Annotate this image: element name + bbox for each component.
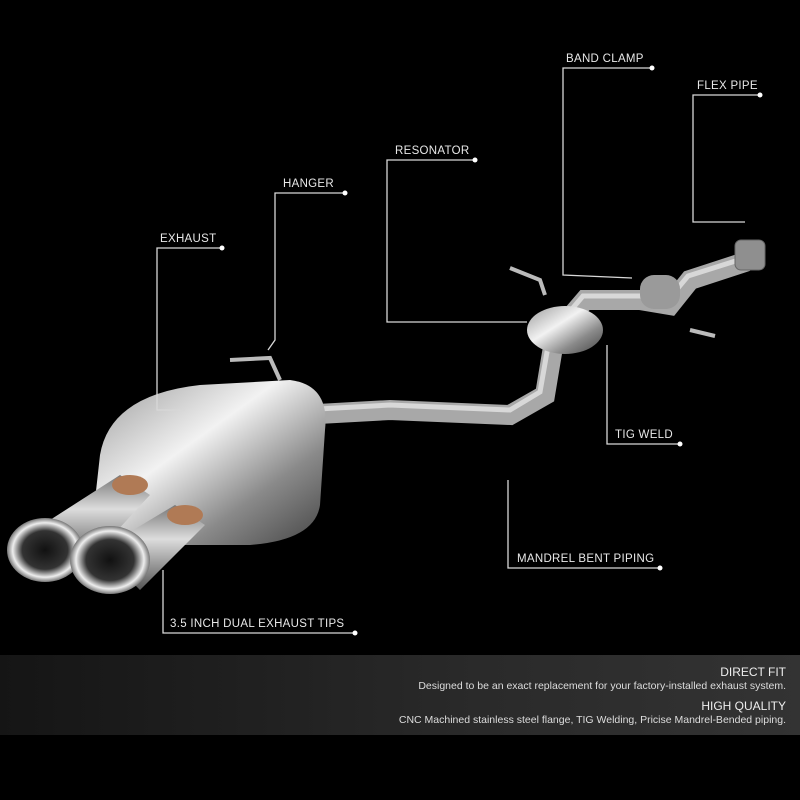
exhaust-tip-left xyxy=(7,518,83,582)
callout-exhaust-tips: 3.5 INCH DUAL EXHAUST TIPS xyxy=(170,618,345,630)
callout-exhaust: EXHAUST xyxy=(160,233,217,245)
callout-mandrel-bent-piping: MANDREL BENT PIPING xyxy=(517,553,655,565)
callout-hanger: HANGER xyxy=(283,178,335,190)
callout-dots xyxy=(219,65,763,636)
callout-band-clamp: BAND CLAMP xyxy=(566,53,644,65)
feature-title: HIGH QUALITY xyxy=(701,699,786,713)
pipe-bend xyxy=(640,275,680,309)
muffler xyxy=(95,380,326,545)
resonator xyxy=(527,306,603,354)
feature-title: DIRECT FIT xyxy=(720,665,786,679)
feature-text: CNC Machined stainless steel flange, TIG… xyxy=(398,714,786,726)
feature-text: Designed to be an exact replacement for … xyxy=(418,680,786,692)
exhaust-tip-right xyxy=(70,526,150,594)
feature-panel: DIRECT FIT Designed to be an exact repla… xyxy=(0,655,800,735)
flex-pipe xyxy=(734,239,766,271)
callout-tig-weld: TIG WELD xyxy=(615,429,673,441)
callout-lines xyxy=(156,67,760,634)
callout-resonator: RESONATOR xyxy=(395,145,470,157)
callout-flex-pipe: FLEX PIPE xyxy=(697,80,758,92)
